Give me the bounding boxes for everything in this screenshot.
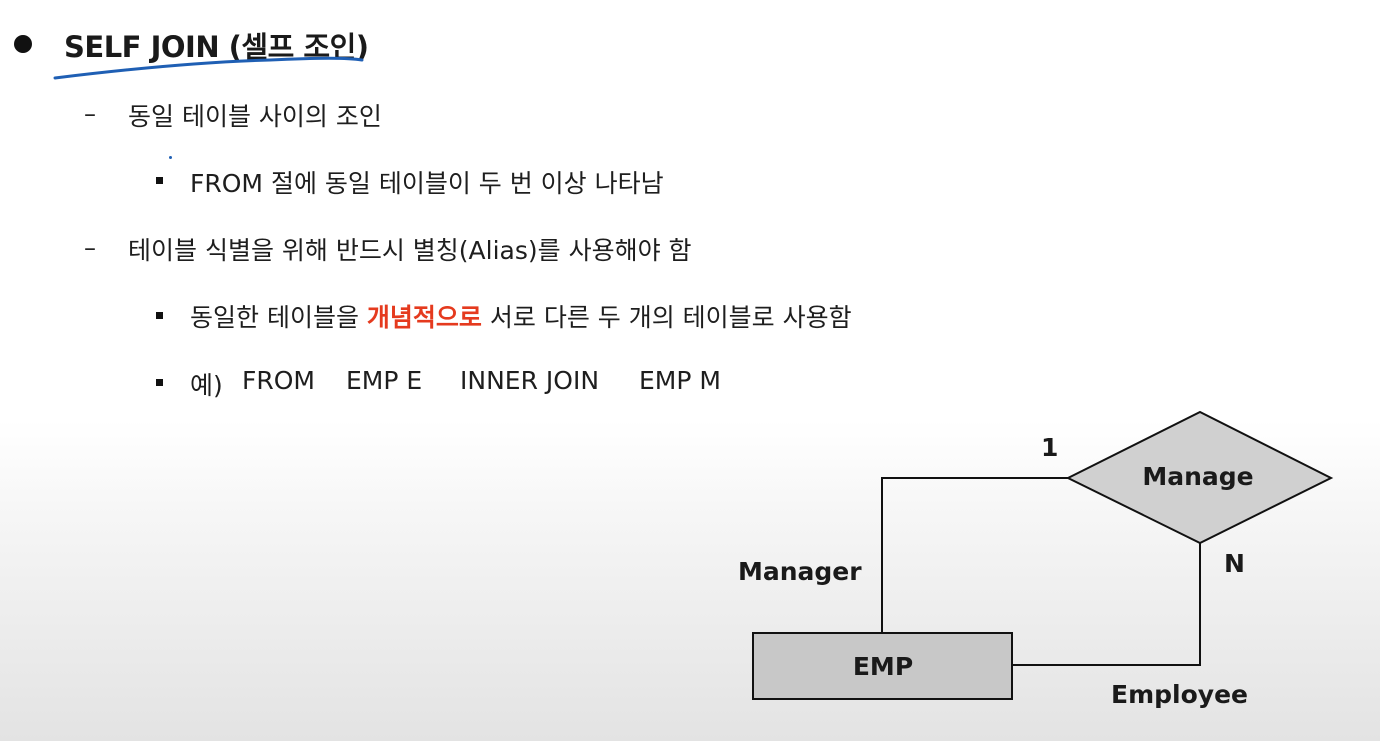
example-table1: EMP E xyxy=(346,366,423,395)
item-2-sub-1: 동일한 테이블을 개념적으로 서로 다른 두 개의 테이블로 사용함 xyxy=(190,298,852,334)
relationship-label: Manage xyxy=(1142,462,1253,491)
dash-bullet-2: – xyxy=(84,234,96,262)
sub-text-before: 동일한 테이블을 xyxy=(190,303,367,332)
example-prefix: 예) xyxy=(190,371,223,400)
cardinality-one-label: 1 xyxy=(1041,433,1058,462)
example-from: FROM xyxy=(242,366,315,395)
pen-dot-annotation xyxy=(169,156,172,159)
relationship-diamond xyxy=(1065,410,1334,545)
bullet-dot xyxy=(14,35,32,53)
role-employee-label: Employee xyxy=(1111,680,1248,709)
item-1-sub-1: FROM 절에 동일 테이블이 두 번 이상 나타남 xyxy=(190,169,664,198)
highlight-text: 개념적으로 xyxy=(366,303,482,332)
item-1-text: 동일 테이블 사이의 조인 xyxy=(128,102,382,131)
square-bullet-3 xyxy=(156,379,163,386)
cardinality-many-label: N xyxy=(1224,549,1245,578)
manager-connector-line xyxy=(881,477,1068,633)
item-2-text: 테이블 식별을 위해 반드시 별칭(Alias)를 사용해야 함 xyxy=(128,236,692,265)
sub-text-after: 서로 다른 두 개의 테이블로 사용함 xyxy=(481,303,852,332)
square-bullet-2 xyxy=(156,312,163,319)
dash-bullet-1: – xyxy=(84,100,96,128)
example-join: INNER JOIN xyxy=(460,366,600,395)
entity-label: EMP xyxy=(853,652,913,681)
employee-connector-line xyxy=(1012,543,1201,666)
entity-box xyxy=(752,632,1013,700)
example-table2: EMP M xyxy=(639,366,721,395)
role-manager-label: Manager xyxy=(738,557,862,586)
pen-underline-annotation xyxy=(53,56,364,80)
square-bullet-1 xyxy=(156,177,163,184)
